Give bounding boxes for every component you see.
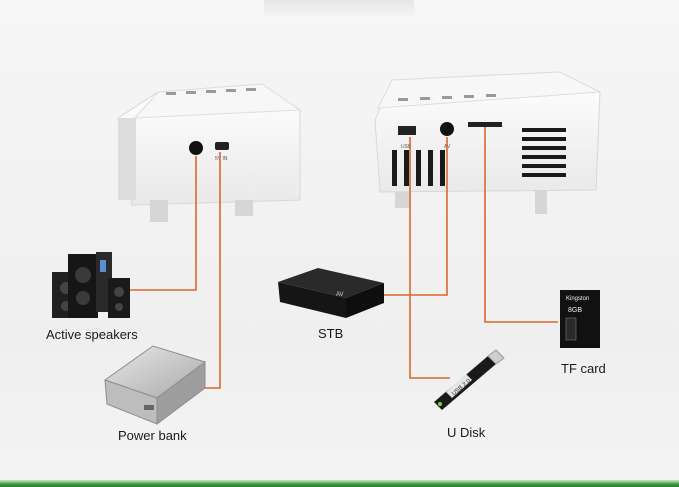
- u-disk-icon: USB 2.0: [434, 349, 505, 410]
- bottom-accent-bar: [0, 480, 679, 487]
- line-usb-to-udisk: [409, 137, 450, 379]
- line-av-to-stb: [382, 137, 448, 296]
- dc-in-port: [215, 142, 229, 150]
- tf-brand-text: Kingston: [566, 296, 589, 302]
- left-projector: 5V IN: [117, 83, 302, 222]
- side-vents-left: [392, 150, 445, 186]
- tf-size-text: 8GB: [568, 307, 582, 314]
- label-u-disk: U Disk: [447, 425, 486, 440]
- active-speakers-icon: [52, 252, 130, 318]
- side-vents-right: [522, 128, 566, 177]
- av-jack-left: [189, 141, 203, 155]
- power-bank-icon: [103, 345, 207, 425]
- dc-in-label: 5V IN: [215, 156, 228, 162]
- label-stb: STB: [318, 326, 344, 341]
- right-projector: USB AV: [374, 71, 602, 214]
- svg-text:AV: AV: [336, 292, 344, 298]
- label-active-speakers: Active speakers: [46, 327, 138, 342]
- tf-card-icon: Kingston 8GB: [560, 290, 600, 348]
- tf-slot: [468, 122, 502, 127]
- av-jack-right: [440, 122, 454, 136]
- stb-icon: AV: [278, 268, 384, 318]
- label-power-bank: Power bank: [118, 428, 187, 443]
- top-vents-left: [166, 88, 256, 95]
- top-vents-right: [398, 94, 496, 101]
- line-av-to-speakers: [127, 156, 197, 291]
- line-tf-to-card: [484, 127, 558, 323]
- top-fade-strip: [264, 0, 414, 18]
- usb-port: [398, 126, 416, 135]
- usb-port-label: USB: [401, 144, 412, 150]
- label-tf-card: TF card: [561, 361, 606, 376]
